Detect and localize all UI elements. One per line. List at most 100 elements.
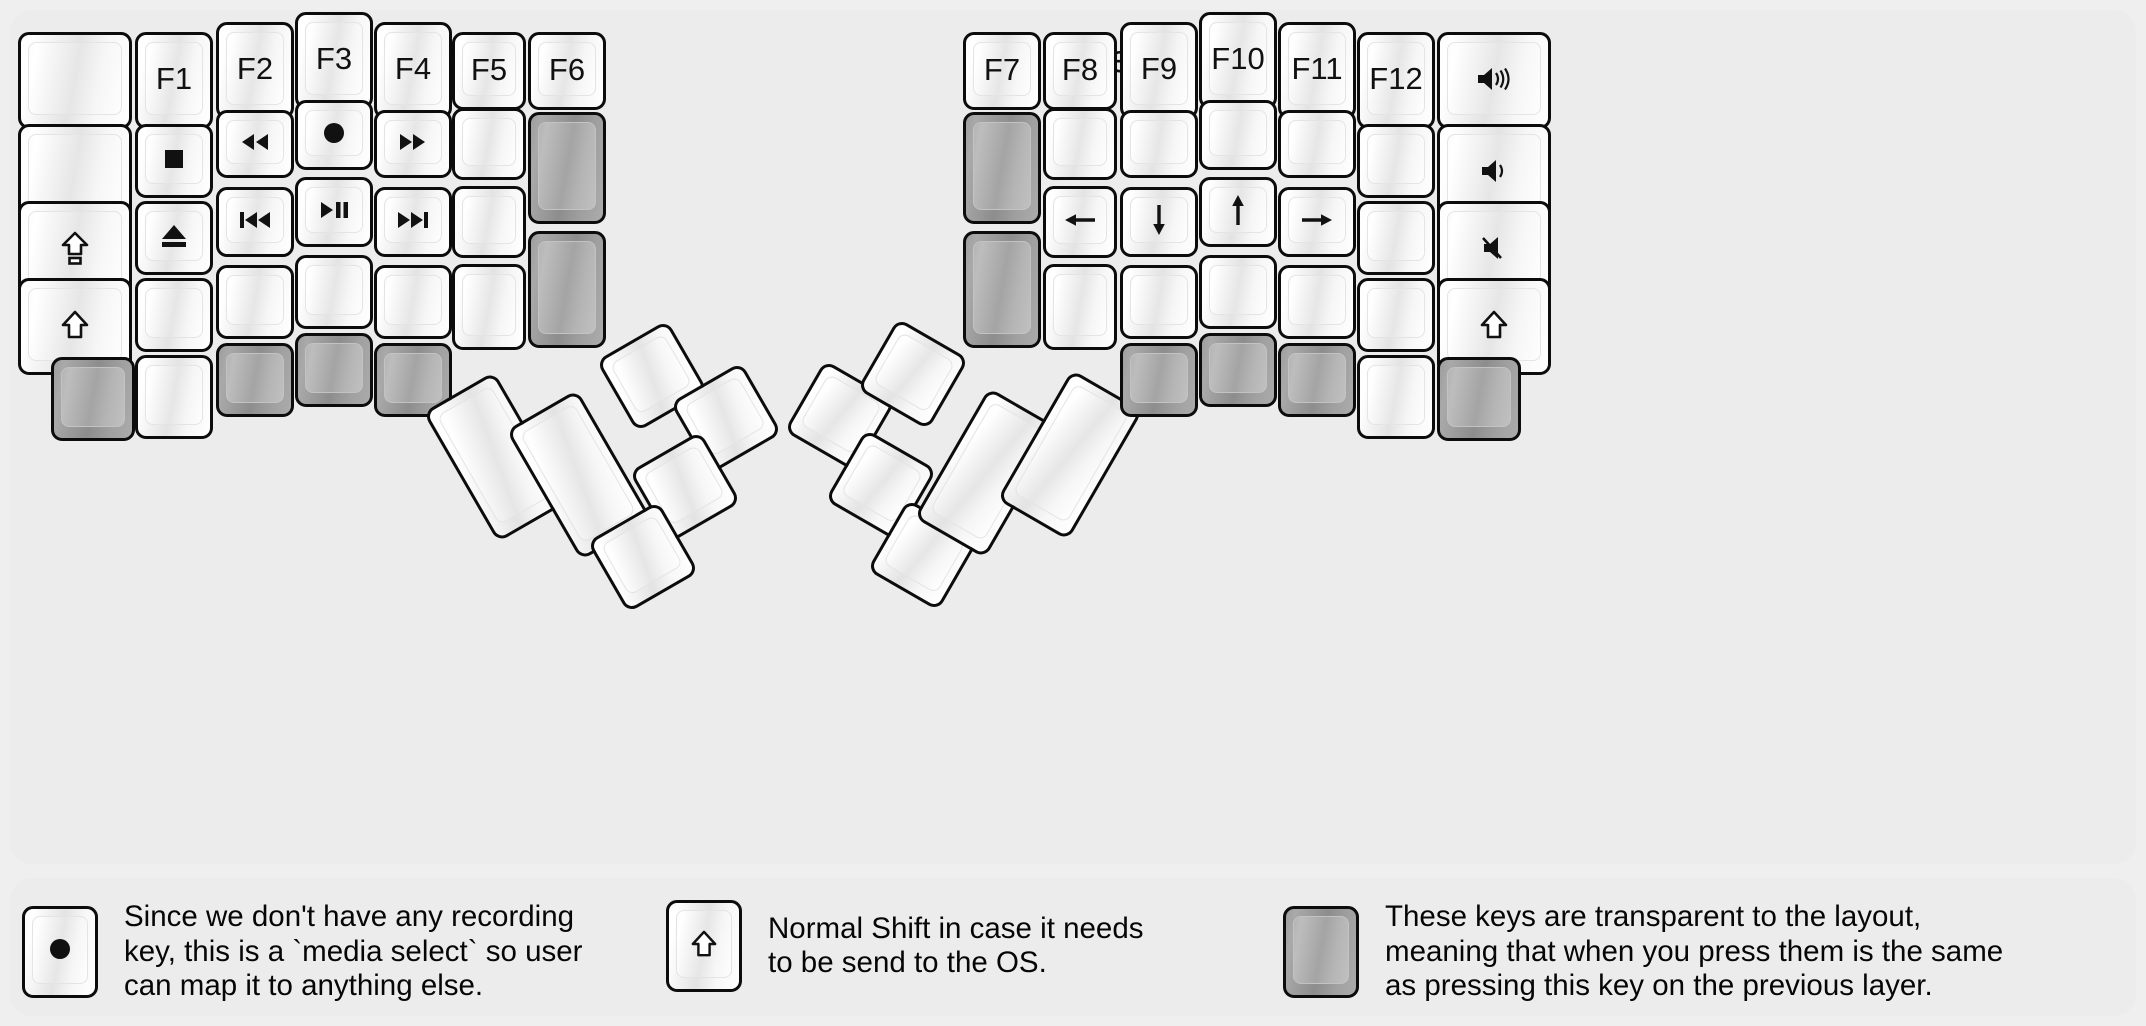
- key-left-c1-r0-f1[interactable]: F1: [135, 32, 213, 129]
- key-label: [1360, 281, 1432, 349]
- key-label: [1440, 360, 1518, 438]
- key-label: [377, 268, 449, 336]
- key-left-c4-r3[interactable]: [374, 265, 452, 339]
- key-label: [219, 346, 291, 414]
- legend-text-record: Since we don't have any recording key, t…: [124, 900, 583, 1002]
- media-fast-forward-icon: [400, 134, 425, 150]
- key-left-c2-r2-previous[interactable]: [216, 187, 294, 257]
- caps-lock-icon: [61, 231, 89, 265]
- key-left-c4-r1-fast-forward[interactable]: [374, 110, 452, 178]
- key-left-c5-r1[interactable]: [452, 108, 526, 180]
- key-right-c3-r1[interactable]: [1199, 100, 1277, 170]
- key-right-c6-r0-volume-up[interactable]: [1437, 32, 1551, 129]
- key-right-c3-r4-transparent[interactable]: [1199, 333, 1277, 407]
- key-left-c1-r1-stop[interactable]: [135, 124, 213, 198]
- key-left-c1-r4[interactable]: [135, 355, 213, 439]
- key-left-c3-r3[interactable]: [295, 255, 373, 329]
- key-left-c6-r1-transparent[interactable]: [528, 112, 606, 224]
- key-right-c4-r3[interactable]: [1278, 265, 1356, 339]
- media-next-icon: [377, 190, 449, 254]
- key-right-c3-r3[interactable]: [1199, 255, 1277, 329]
- key-right-c4-r4-transparent[interactable]: [1278, 343, 1356, 417]
- key-right-c2-r4-transparent[interactable]: [1120, 343, 1198, 417]
- media-fast-forward-icon: [377, 113, 449, 175]
- key-left-c3-r0-f3[interactable]: F3: [295, 12, 373, 109]
- key-right-c2-r2-arrow-down[interactable]: [1120, 187, 1198, 257]
- key-left-c2-r3[interactable]: [216, 265, 294, 339]
- arrow-up-icon: [1232, 195, 1244, 225]
- key-left-c6-r0-f6[interactable]: F6: [528, 32, 606, 110]
- key-left-c4-r4-transparent[interactable]: [374, 343, 452, 417]
- media-record-icon: [298, 103, 370, 167]
- key-right-c4-r0-f11[interactable]: F11: [1278, 22, 1356, 119]
- legend-item-transparent: These keys are transparent to the layout…: [1283, 900, 2003, 1004]
- key-left-c4-r0-f4[interactable]: F4: [374, 22, 452, 119]
- key-label: F8: [1061, 51, 1099, 87]
- key-left-c2-r0-f2[interactable]: F2: [216, 22, 294, 119]
- key-right-c0-r2-transparent[interactable]: [963, 231, 1041, 348]
- key-right-c1-r2-arrow-left[interactable]: [1043, 186, 1117, 258]
- key-left-c1-r3[interactable]: [135, 278, 213, 352]
- key-label: [1202, 258, 1274, 326]
- key-label: [298, 258, 370, 326]
- key-right-c0-r0-f7[interactable]: F7: [963, 32, 1041, 110]
- key-left-c1-r2-eject[interactable]: [135, 201, 213, 275]
- key-label: [1281, 113, 1353, 175]
- key-right-c5-r3[interactable]: [1357, 278, 1435, 352]
- key-label: [1046, 111, 1114, 177]
- media-next-icon: [398, 212, 428, 228]
- key-label: [1202, 336, 1274, 404]
- key-left-c0-r4-transparent[interactable]: [51, 357, 135, 441]
- key-left-c0-r0[interactable]: [18, 32, 132, 129]
- key-right-c4-r2-arrow-right[interactable]: [1278, 187, 1356, 257]
- media-eject-icon: [138, 204, 210, 272]
- key-right-c3-r2-arrow-up[interactable]: [1199, 177, 1277, 247]
- key-right-c3-r0-f10[interactable]: F10: [1199, 12, 1277, 109]
- arrow-right-icon: [1281, 190, 1353, 254]
- key-label: [1360, 358, 1432, 436]
- media-stop-icon: [138, 127, 210, 195]
- key-right-c2-r0-f9[interactable]: F9: [1120, 22, 1198, 119]
- key-label: [966, 234, 1038, 345]
- key-label: [377, 346, 449, 414]
- key-left-c5-r3[interactable]: [452, 264, 526, 350]
- key-right-c0-r1-transparent[interactable]: [963, 112, 1041, 224]
- legend-text-transparent: These keys are transparent to the layout…: [1385, 900, 2004, 1002]
- key-right-c5-r1[interactable]: [1357, 124, 1435, 198]
- key-label: F9: [1140, 51, 1178, 86]
- key-label: [138, 281, 210, 349]
- key-label: F11: [1291, 51, 1343, 86]
- key-right-c5-r2[interactable]: [1357, 201, 1435, 275]
- key-right-c1-r0-f8[interactable]: F8: [1043, 32, 1117, 110]
- key-label: [455, 111, 523, 177]
- key-label: [54, 360, 132, 438]
- legend-key-transparent: [1283, 905, 1359, 998]
- key-right-c2-r1[interactable]: [1120, 110, 1198, 178]
- key-right-c5-r4[interactable]: [1357, 355, 1435, 439]
- key-left-c2-r1-rewind[interactable]: [216, 110, 294, 178]
- key-right-c2-r3[interactable]: [1120, 265, 1198, 339]
- key-left-c3-r4-transparent[interactable]: [295, 333, 373, 407]
- key-label: [1281, 346, 1353, 414]
- key-left-c5-r2[interactable]: [452, 186, 526, 258]
- media-rewind-icon: [219, 113, 291, 175]
- key-label: F2: [236, 51, 274, 86]
- key-right-c6-r4-transparent[interactable]: [1437, 357, 1521, 441]
- key-right-c1-r1[interactable]: [1043, 108, 1117, 180]
- key-left-c6-r2-transparent[interactable]: [528, 231, 606, 348]
- media-play-pause-icon: [321, 202, 348, 218]
- key-right-c1-r3[interactable]: [1043, 264, 1117, 350]
- key-left-c5-r0-f5[interactable]: F5: [452, 32, 526, 110]
- media-stop-icon: [165, 150, 183, 168]
- shift-icon: [1440, 281, 1548, 372]
- key-label: [1123, 268, 1195, 336]
- key-label: F4: [394, 51, 432, 86]
- key-left-c3-r1-record[interactable]: [295, 100, 373, 170]
- key-left-c2-r4-transparent[interactable]: [216, 343, 294, 417]
- key-right-c4-r1[interactable]: [1278, 110, 1356, 178]
- key-right-c5-r0-f12[interactable]: F12: [1357, 32, 1435, 129]
- key-left-c4-r2-next[interactable]: [374, 187, 452, 257]
- key-left-c3-r2-play-pause[interactable]: [295, 177, 373, 247]
- media-play-pause-icon: [298, 180, 370, 244]
- key-label: [21, 35, 129, 126]
